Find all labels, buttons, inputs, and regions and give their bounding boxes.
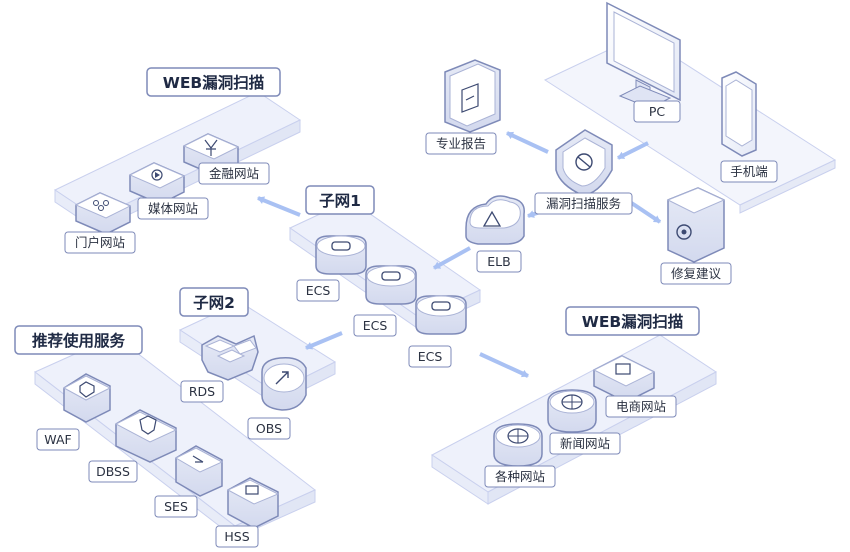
label-report: 专业报告 xyxy=(425,132,497,155)
group-title-recommended: 推荐使用服务 xyxy=(14,325,143,355)
fix-suggestion-gear-icon xyxy=(666,187,726,263)
dbss-shield-icon xyxy=(114,409,178,463)
label-rds: RDS xyxy=(180,380,224,403)
group-title-recommended-text: 推荐使用服务 xyxy=(32,331,126,350)
waf-shield-icon xyxy=(62,373,112,423)
label-hss: HSS xyxy=(215,525,259,548)
arrow-scan-to-report xyxy=(506,131,549,154)
label-ecommerce-site-text: 电商网站 xyxy=(616,399,666,414)
news-site-globe-icon xyxy=(547,389,597,433)
label-dbss-text: DBSS xyxy=(96,464,130,479)
arrow-ecs-to-web-bottom xyxy=(479,352,529,378)
label-media-site: 媒体网站 xyxy=(137,197,209,220)
label-media-site-text: 媒体网站 xyxy=(148,201,198,216)
label-elb: ELB xyxy=(476,250,522,273)
label-portal-site: 门户网站 xyxy=(64,231,136,254)
label-ecs-1-text: ECS xyxy=(306,283,331,298)
group-title-web-scan-bottom-text: WEB漏洞扫描 xyxy=(582,312,684,331)
portal-site-box-icon xyxy=(74,192,132,235)
label-scan-service-text: 漏洞扫描服务 xyxy=(546,196,621,211)
label-pc-text: PC xyxy=(649,104,666,119)
group-title-web-scan-top-text: WEB漏洞扫描 xyxy=(163,73,265,92)
label-fix-text: 修复建议 xyxy=(671,266,722,281)
label-obs: OBS xyxy=(247,417,291,440)
label-waf: WAF xyxy=(36,428,80,451)
arrow-scan-to-fix xyxy=(628,200,662,224)
label-scan-service: 漏洞扫描服务 xyxy=(534,192,633,215)
label-news-site-text: 新闻网站 xyxy=(560,436,610,451)
arrow-ecs-to-subnet2 xyxy=(305,331,343,350)
arrow-pc-to-scan xyxy=(617,141,649,160)
label-obs-text: OBS xyxy=(256,421,282,436)
ecs-3-server-icon xyxy=(415,295,467,335)
hss-host-icon xyxy=(226,477,280,529)
label-fix: 修复建议 xyxy=(660,262,732,285)
arrow-elb-to-ecs xyxy=(433,246,471,270)
scan-service-shield-icon xyxy=(555,129,613,196)
label-hss-text: HSS xyxy=(224,529,249,544)
label-ecs-3-text: ECS xyxy=(418,349,443,364)
label-ecommerce-site: 电商网站 xyxy=(605,395,677,418)
group-title-subnet1-text: 子网1 xyxy=(319,192,361,210)
elb-cloud-icon xyxy=(465,195,525,245)
node-labels: PC 手机端 专业报告 漏洞扫描服务 修复建议 ELB 门户网站 媒体网站 xyxy=(36,100,778,548)
various-sites-globe-icon xyxy=(493,423,543,467)
report-document-icon xyxy=(444,59,501,133)
label-ecs-2: ECS xyxy=(353,314,397,337)
ecommerce-site-box-icon xyxy=(592,355,656,403)
group-title-subnet2: 子网2 xyxy=(179,287,249,317)
ses-shield-icon xyxy=(174,445,224,497)
label-various-sites: 各种网站 xyxy=(484,465,556,488)
label-finance-site: 金融网站 xyxy=(198,162,270,185)
ecs-1-server-icon xyxy=(315,235,367,275)
label-various-sites-text: 各种网站 xyxy=(495,469,545,484)
label-mobile-text: 手机端 xyxy=(730,164,768,179)
ecs-2-server-icon xyxy=(365,265,417,305)
group-title-web-scan-bottom: WEB漏洞扫描 xyxy=(565,306,700,336)
connector-arrows xyxy=(257,131,662,378)
group-title-subnet1: 子网1 xyxy=(305,185,375,215)
pc-monitor-icon xyxy=(606,1,681,109)
label-news-site: 新闻网站 xyxy=(549,432,621,455)
label-ecs-1: ECS xyxy=(296,279,340,302)
media-site-box-icon xyxy=(128,162,186,205)
label-waf-text: WAF xyxy=(44,432,71,447)
label-ses: SES xyxy=(154,495,198,518)
label-ses-text: SES xyxy=(164,499,188,514)
label-report-text: 专业报告 xyxy=(436,136,486,151)
label-mobile: 手机端 xyxy=(720,160,778,183)
group-title-subnet2-text: 子网2 xyxy=(193,294,235,312)
label-ecs-2-text: ECS xyxy=(363,318,388,333)
arrow-subnet1-to-web-top xyxy=(257,196,301,217)
label-ecs-3: ECS xyxy=(408,345,452,368)
group-title-web-scan-top: WEB漏洞扫描 xyxy=(146,67,281,97)
label-elb-text: ELB xyxy=(487,254,510,269)
rds-database-icon xyxy=(201,334,259,381)
label-dbss: DBSS xyxy=(88,460,138,483)
label-portal-site-text: 门户网站 xyxy=(75,235,125,250)
mobile-phone-icon xyxy=(721,71,757,157)
label-pc: PC xyxy=(633,100,681,123)
label-rds-text: RDS xyxy=(189,384,215,399)
label-finance-site-text: 金融网站 xyxy=(209,166,259,181)
obs-storage-icon xyxy=(261,356,307,411)
